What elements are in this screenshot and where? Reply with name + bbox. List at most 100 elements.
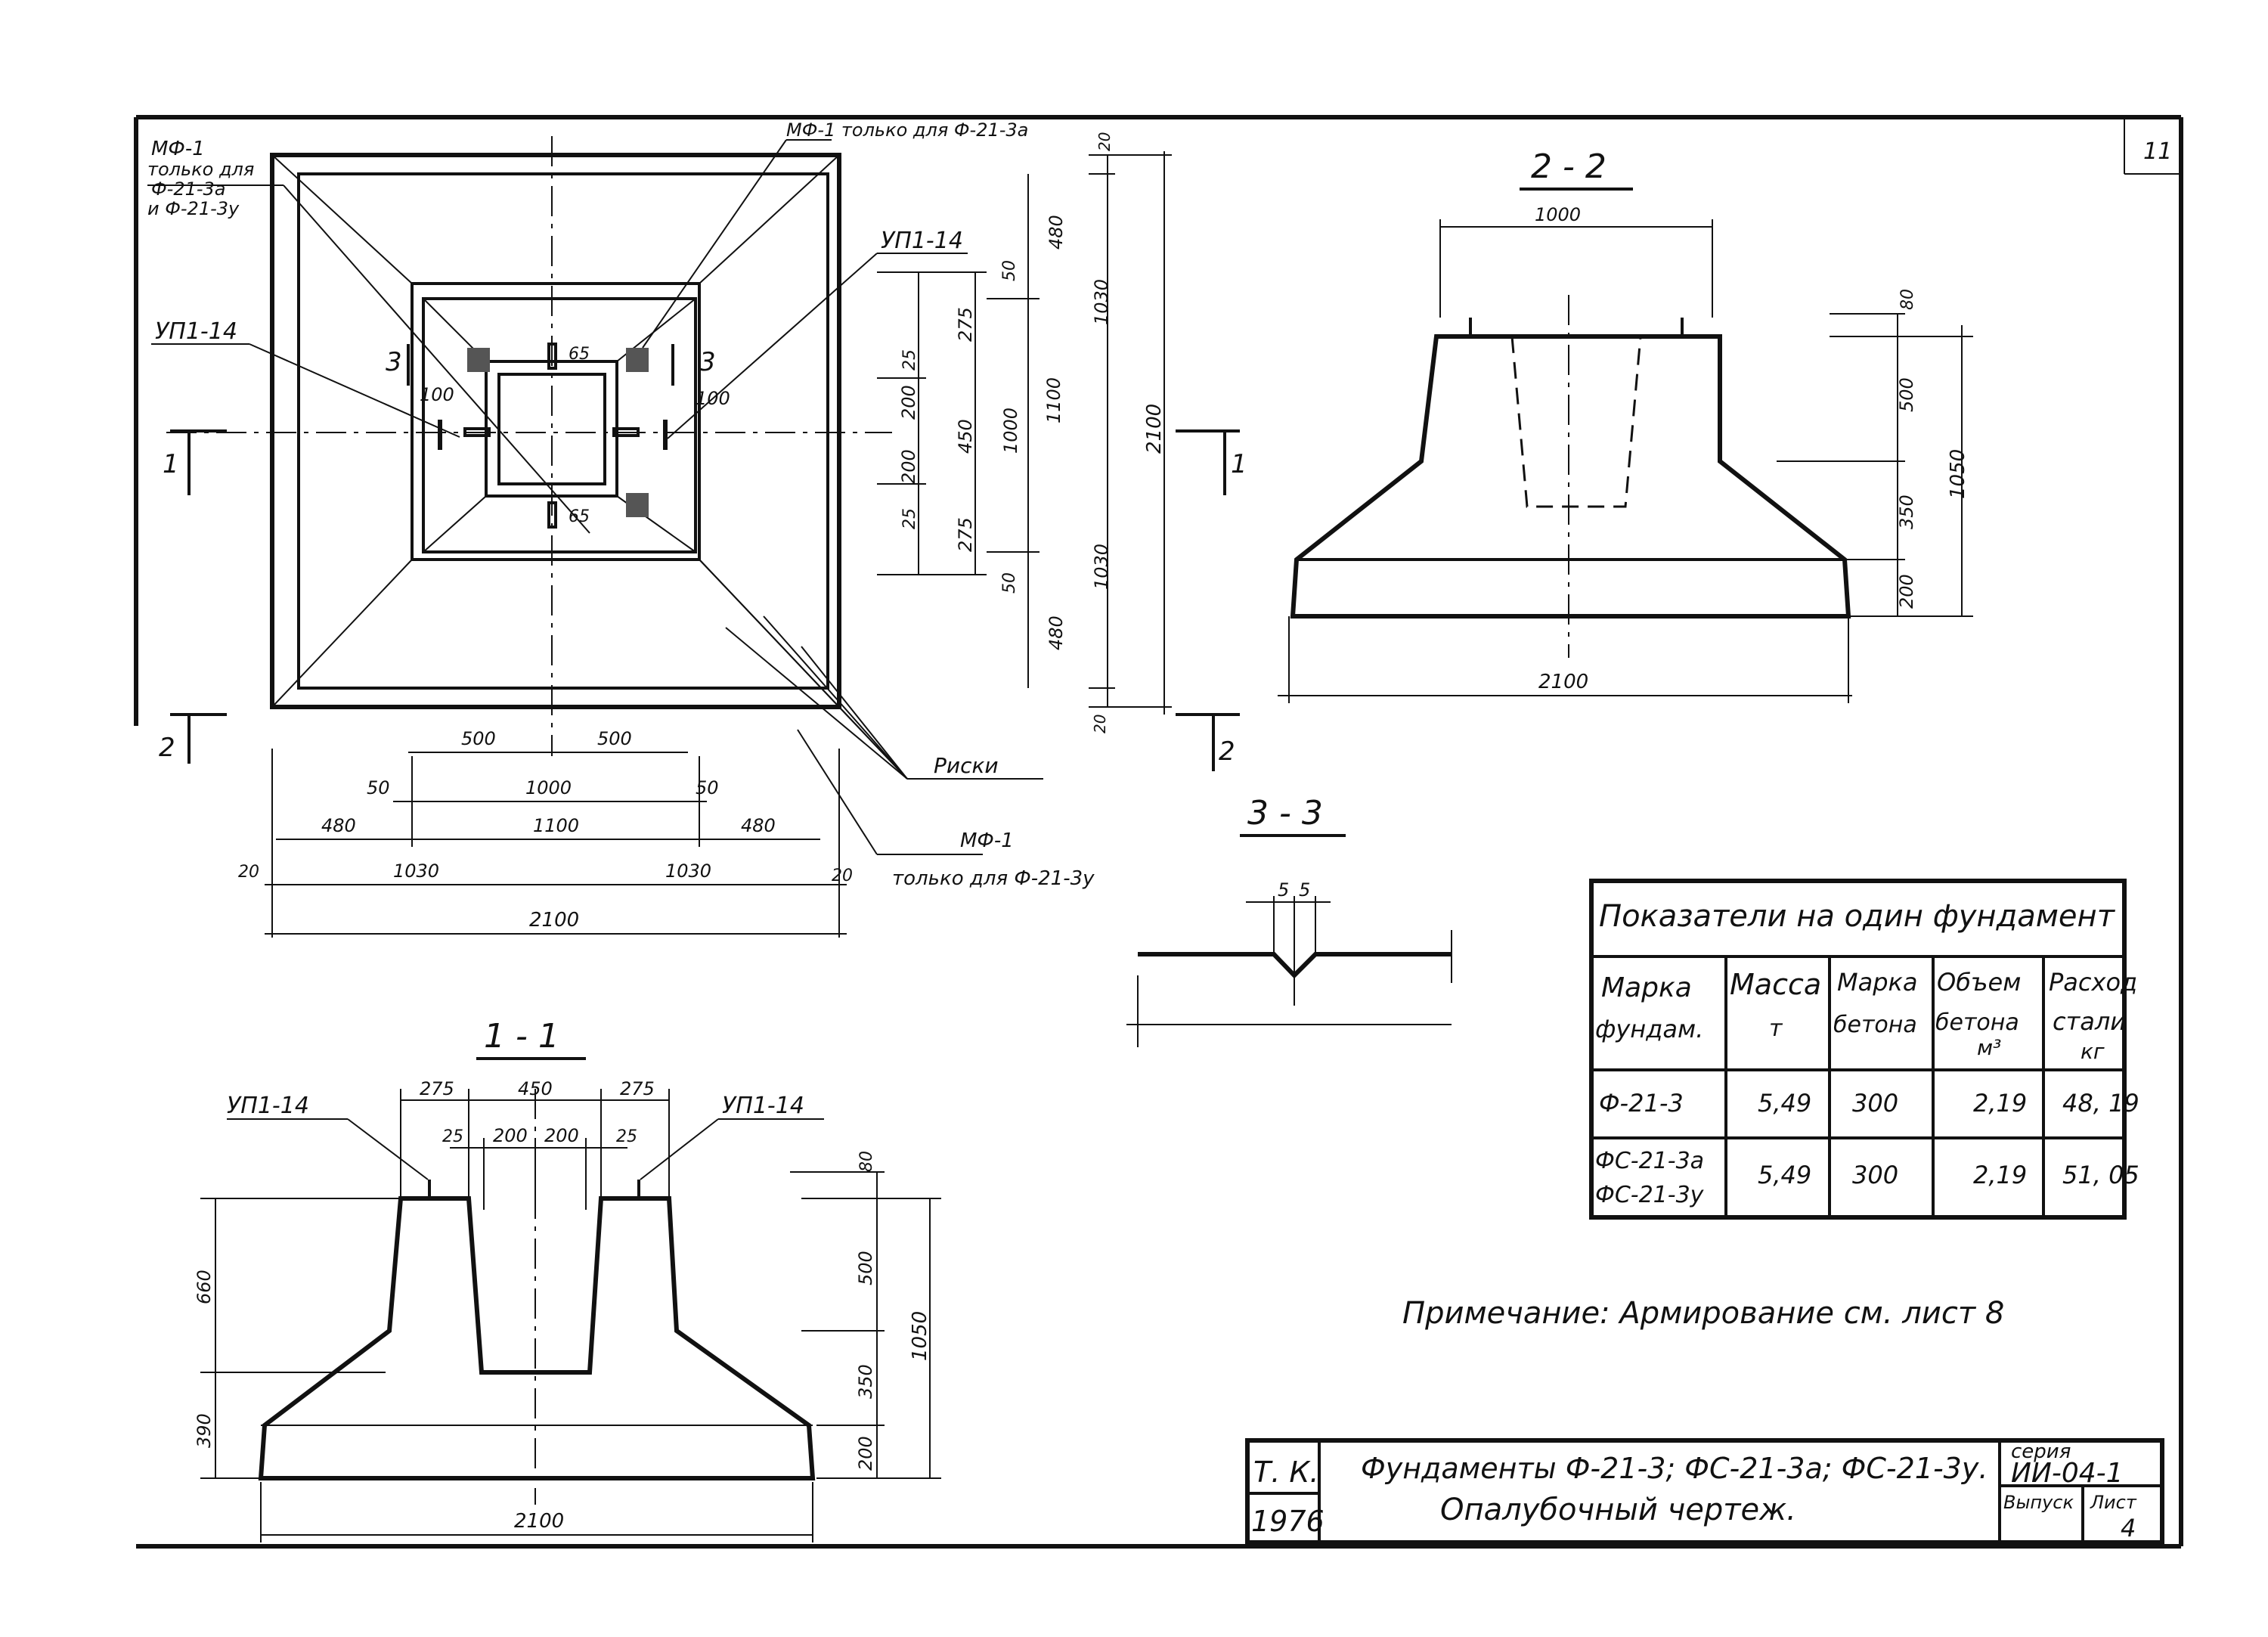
embedded-plate-icon bbox=[467, 348, 649, 517]
section-mark-2-right: 2 bbox=[1219, 736, 1235, 767]
plan-bottom-dimension-lines bbox=[265, 749, 847, 938]
dim-1-1-2100: 2100 bbox=[514, 1510, 564, 1533]
dim-20-left: 20 bbox=[238, 863, 259, 882]
plan-right-dimension-lines bbox=[877, 151, 1172, 715]
section-mark-1-right: 1 bbox=[1231, 449, 1247, 479]
dim-1-1-450: 450 bbox=[518, 1078, 553, 1099]
row2-mass: 5,49 bbox=[1758, 1161, 1811, 1189]
callout-1-1-right: УП1-14 bbox=[722, 1093, 804, 1119]
dim-2-2-top: 1000 bbox=[1535, 204, 1581, 225]
dim-chain-a-50-bottom: 50 bbox=[1000, 572, 1019, 594]
title-block-line2: Опалубочный чертеж. bbox=[1440, 1493, 1796, 1527]
dim-3-3-5-left: 5 bbox=[1278, 879, 1289, 901]
dim-1030-left: 1030 bbox=[393, 860, 439, 882]
title-block-org: Т. К. bbox=[1253, 1456, 1318, 1489]
dim-1-1-275-left: 275 bbox=[420, 1078, 454, 1099]
th-steel-line1: Расход bbox=[2049, 968, 2137, 997]
callout-up-right: УП1-14 bbox=[881, 228, 963, 254]
dim-2-2-bottom: 2100 bbox=[1538, 671, 1588, 693]
dim-chain-b-480-bottom: 480 bbox=[1046, 615, 1067, 650]
row1-volume: 2,19 bbox=[1973, 1089, 2027, 1118]
indicators-table: Показатели на один фундамент Марка фунда… bbox=[1589, 879, 2139, 1220]
dim-2100-plan-bottom: 2100 bbox=[529, 909, 579, 932]
dim-480-left: 480 bbox=[321, 815, 356, 836]
dim-chain-a-200-top: 200 bbox=[898, 385, 919, 420]
dim-chain-a-450: 450 bbox=[955, 419, 976, 454]
section-3-3: 3 - 3 5 5 bbox=[1126, 794, 1452, 1047]
dim-1-1-80: 80 bbox=[857, 1151, 876, 1172]
th-steel-line2: стали bbox=[2053, 1007, 2126, 1036]
callout-mf1-top: МФ-1 только для Ф-21-3а bbox=[786, 119, 1028, 141]
th-volume-line1: Объем bbox=[1937, 968, 2021, 997]
dim-1-1-200: 200 bbox=[855, 1436, 876, 1471]
th-concrete-line1: Марка bbox=[1837, 968, 1917, 997]
dim-chain-b-480-top: 480 bbox=[1046, 215, 1067, 250]
callout-mf1-left-line3: Ф-21-3а bbox=[151, 178, 226, 200]
dim-100-left: 100 bbox=[420, 384, 454, 405]
dim-1-1-200-right: 200 bbox=[544, 1125, 579, 1146]
dim-chain-a-50-top: 50 bbox=[1000, 260, 1019, 281]
dim-1-1-500: 500 bbox=[855, 1251, 876, 1285]
dim-1000-vertical: 1000 bbox=[1000, 408, 1021, 454]
title-block-series-value: ИИ-04-1 bbox=[2011, 1458, 2124, 1489]
dim-3-3-5-right: 5 bbox=[1299, 879, 1310, 901]
dim-1030-right: 1030 bbox=[665, 860, 711, 882]
dim-chain-a-200-bottom: 200 bbox=[898, 449, 919, 484]
dim-65-top: 65 bbox=[569, 345, 590, 364]
title-block-sheet-value: 4 bbox=[2121, 1514, 2136, 1542]
title-block: Т. К. 1976 Фундаменты Ф-21-3; ФС-21-3а; … bbox=[1245, 1438, 2164, 1545]
dim-chain-a-275-bottom: 275 bbox=[955, 517, 976, 552]
section-2-2-title: 2 - 2 bbox=[1531, 147, 1606, 186]
dim-1-1-25-right: 25 bbox=[616, 1127, 637, 1146]
row2-volume: 2,19 bbox=[1973, 1161, 2027, 1189]
section-1-1-title: 1 - 1 bbox=[484, 1017, 559, 1056]
dim-chain-c-1030-bottom: 1030 bbox=[1091, 544, 1112, 590]
table-title: Показатели на один фундамент bbox=[1599, 899, 2116, 934]
plan-callout-leaders bbox=[147, 139, 1043, 855]
dim-65-bottom: 65 bbox=[569, 507, 590, 526]
dim-1-1-660: 660 bbox=[194, 1270, 215, 1304]
dim-2-2-80: 80 bbox=[1898, 289, 1917, 310]
callout-mf1-left-line1: МФ-1 bbox=[151, 138, 205, 160]
anchor-loop-icon bbox=[438, 343, 668, 529]
section-mark-1-left: 1 bbox=[163, 449, 179, 479]
th-mark-line2: фундам. bbox=[1595, 1015, 1703, 1043]
dim-1-1-390: 390 bbox=[194, 1413, 215, 1448]
dim-chain-c-1030-top: 1030 bbox=[1091, 279, 1112, 325]
dim-1-1-25-left: 25 bbox=[442, 1127, 463, 1146]
callout-1-1-left: УП1-14 bbox=[227, 1093, 309, 1119]
dim-100-right: 100 bbox=[696, 388, 730, 409]
dim-20-right: 20 bbox=[832, 867, 853, 885]
dim-2-2-200: 200 bbox=[1896, 574, 1917, 609]
th-steel-line3: кг bbox=[2081, 1039, 2105, 1064]
dim-chain-a-275-top: 275 bbox=[955, 307, 976, 342]
th-mark-line1: Марка bbox=[1601, 972, 1692, 1003]
dim-chain-c-20-bottom: 20 bbox=[1091, 715, 1109, 733]
row2-steel: 51, 05 bbox=[2062, 1161, 2139, 1189]
section-mark-2-left: 2 bbox=[159, 733, 175, 763]
callout-mf1-left-line4: и Ф-21-3у bbox=[147, 198, 240, 219]
th-volume-line2: бетона bbox=[1935, 1009, 2019, 1036]
row2-mark-line1: ФС-21-3а bbox=[1595, 1148, 1704, 1174]
callout-up-left: УП1-14 bbox=[155, 318, 237, 345]
th-volume-line3: м³ bbox=[1977, 1035, 2001, 1060]
dim-chain-a-25-bottom: 25 bbox=[900, 508, 919, 529]
th-mass-line2: т bbox=[1769, 1015, 1783, 1042]
title-block-year: 1976 bbox=[1251, 1505, 1325, 1538]
dim-480-right: 480 bbox=[741, 815, 776, 836]
title-block-issue-label: Выпуск bbox=[2003, 1492, 2074, 1513]
sheet-frame: 11 bbox=[134, 115, 2183, 1549]
section-2-2: 2 - 2 1000 2100 80 500 350 200 1050 bbox=[1278, 147, 1973, 703]
dim-1100: 1100 bbox=[533, 815, 579, 836]
dim-1-1-275-right: 275 bbox=[620, 1078, 655, 1099]
callout-riski: Риски bbox=[934, 753, 999, 778]
dim-2-2-350: 350 bbox=[1896, 495, 1917, 529]
dim-chain-c-20-top: 20 bbox=[1095, 132, 1114, 151]
plan-view: МФ-1 только для Ф-21-3а и Ф-21-3у МФ-1 т… bbox=[147, 119, 1247, 938]
dim-1-1-350: 350 bbox=[855, 1364, 876, 1399]
title-block-series-label: серия bbox=[2011, 1440, 2071, 1463]
row2-concrete: 300 bbox=[1852, 1161, 1898, 1189]
dim-1-1-1050: 1050 bbox=[909, 1311, 931, 1361]
dim-1-1-200-left: 200 bbox=[493, 1125, 528, 1146]
